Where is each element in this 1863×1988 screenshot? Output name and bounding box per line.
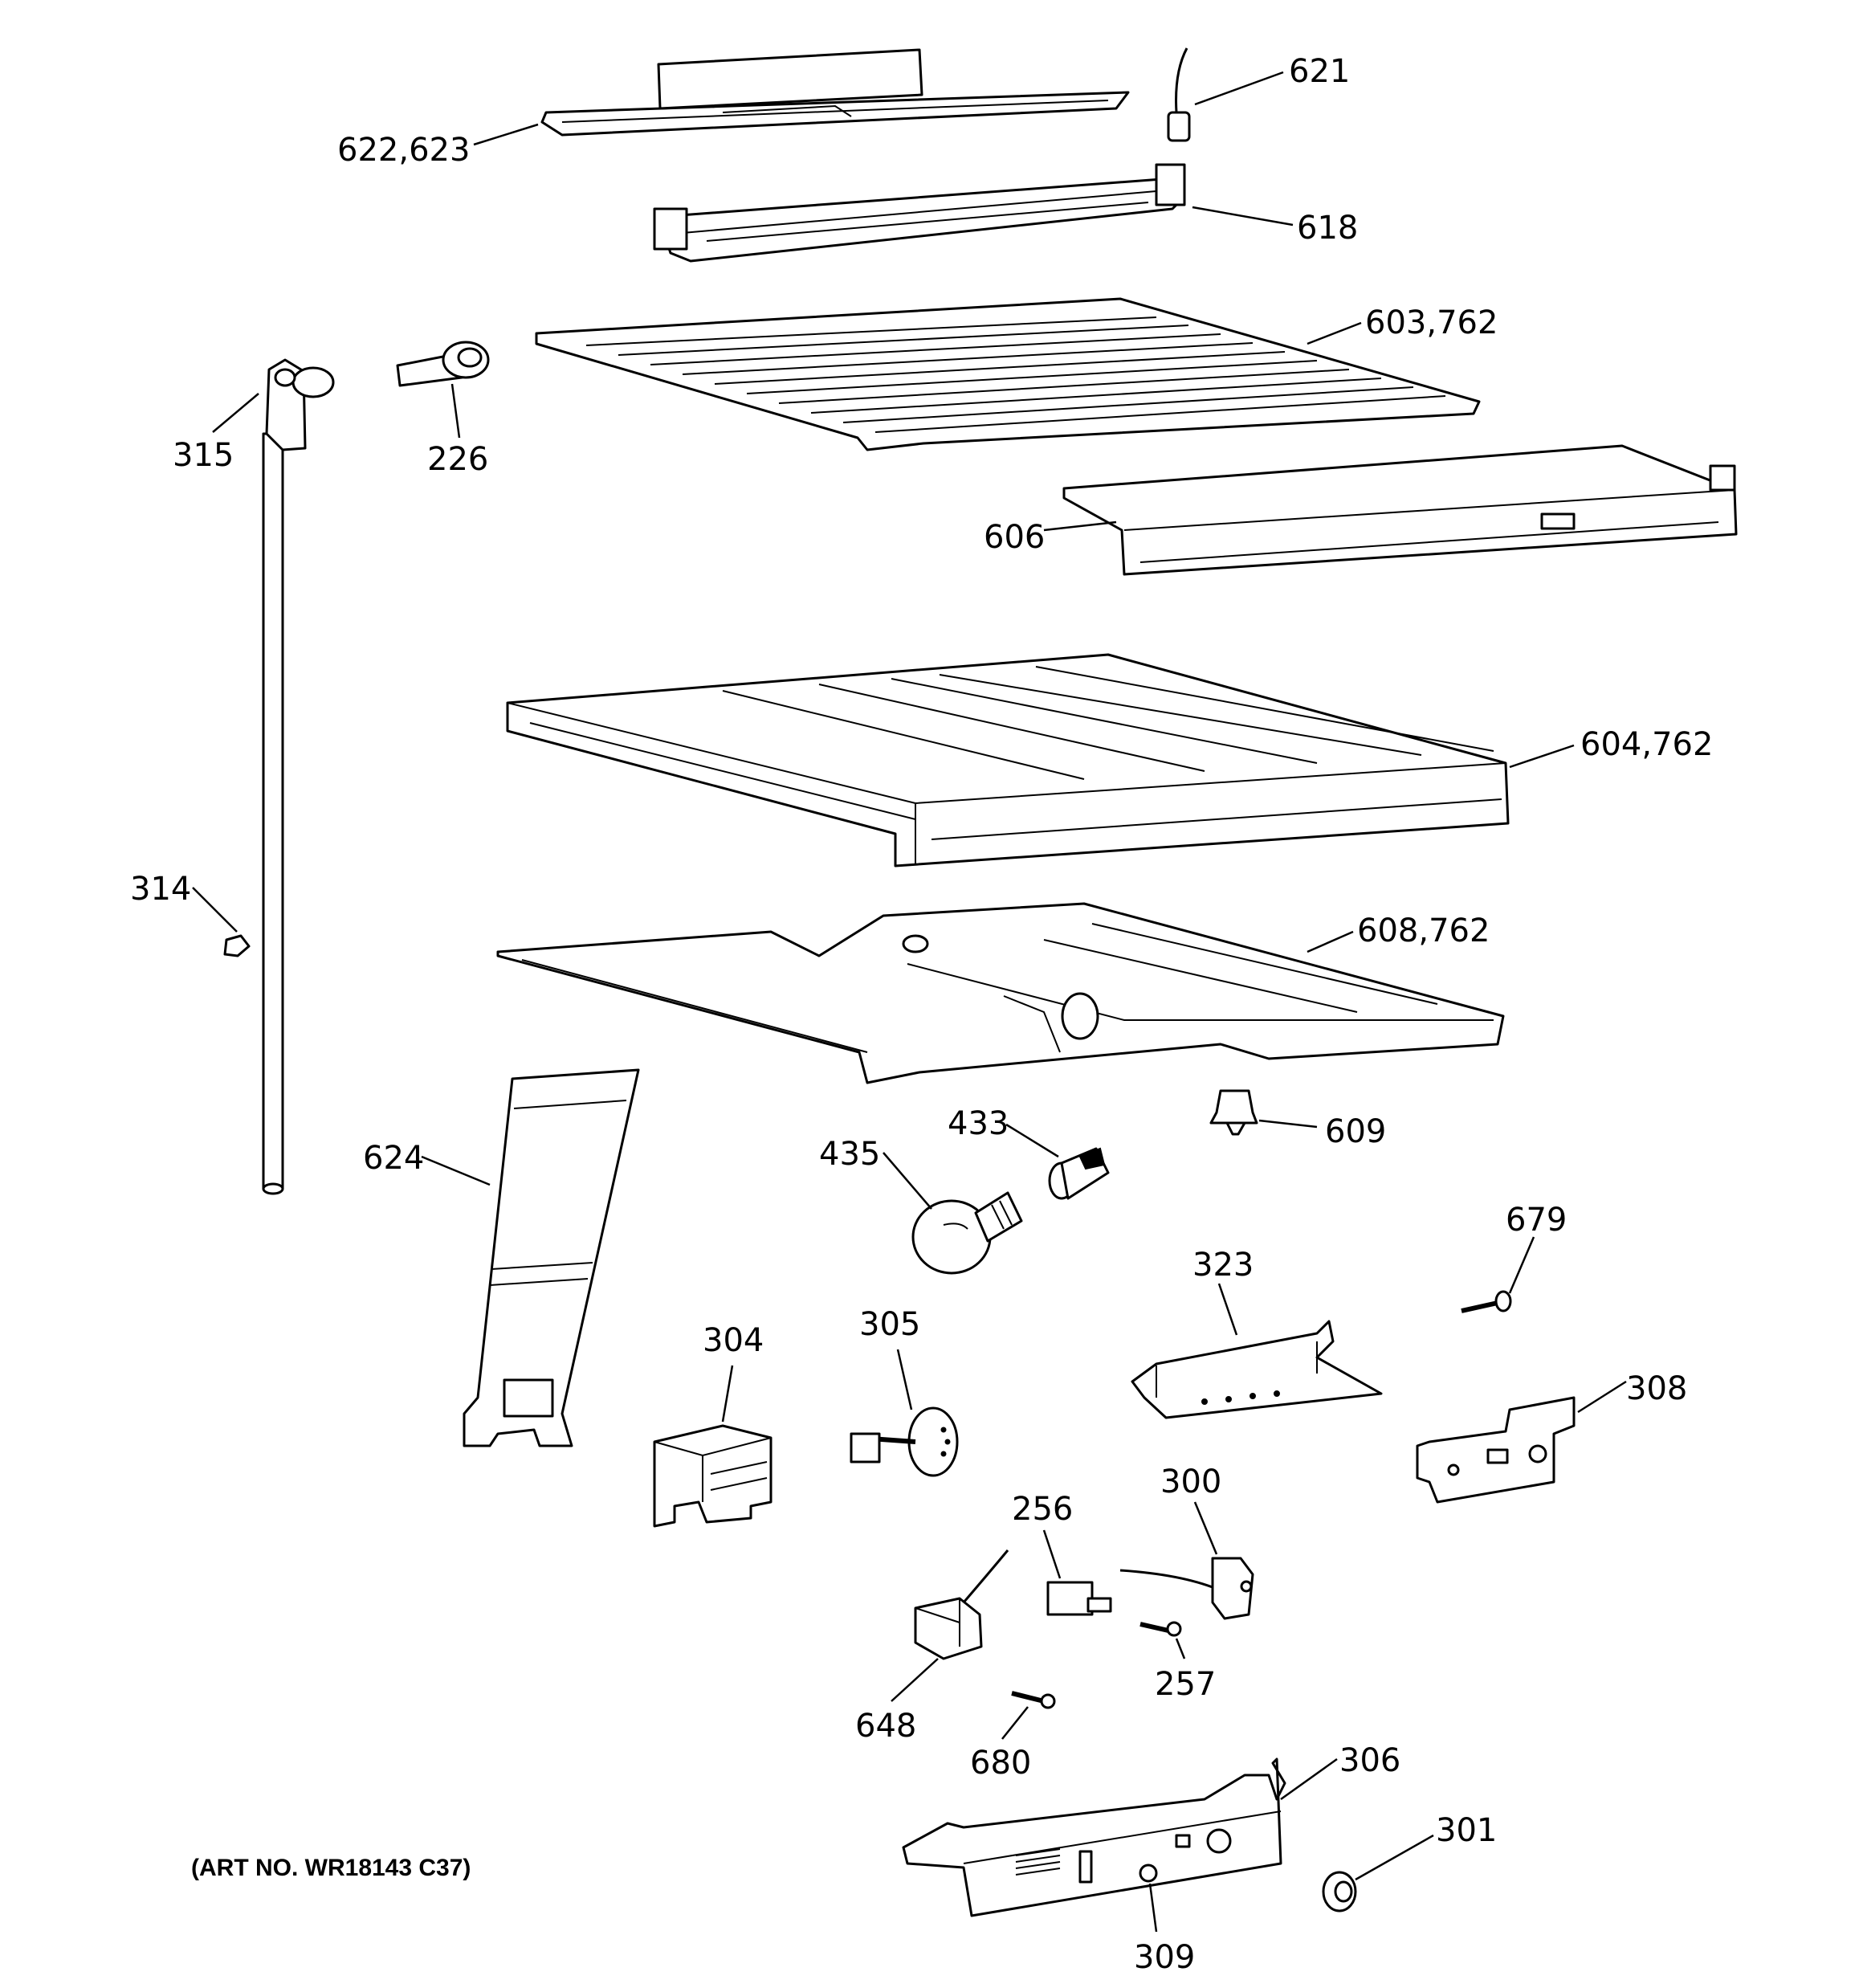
part-648-timer [914,1549,1009,1660]
callout-labels: 621 622,623 618 603,762 315 226 606 604,… [130,53,1713,1976]
part-308-plate [1416,1396,1576,1504]
leader-301 [1355,1834,1434,1881]
part-435-bulb [911,1191,1023,1275]
label-604-762: 604,762 [1580,726,1713,763]
label-609: 609 [1325,1113,1386,1150]
leader-315 [212,393,259,433]
label-309: 309 [1134,1939,1195,1976]
part-624-bracket [463,1068,640,1447]
part-680-screw [1011,1691,1056,1709]
label-606: 606 [984,519,1045,556]
leader-305 [896,1349,913,1410]
part-323-bracket [1131,1320,1383,1419]
part-679-screw [1461,1290,1512,1313]
leader-606 [1043,520,1117,532]
leader-lines [192,71,1627,1933]
label-618: 618 [1297,210,1358,247]
part-604-762-pan [506,653,1510,867]
label-679: 679 [1506,1202,1567,1239]
part-300-switch [1119,1557,1254,1620]
label-621: 621 [1289,53,1350,90]
leader-621 [1194,71,1284,106]
label-256: 256 [1012,1491,1073,1528]
part-301-knob [1322,1871,1357,1912]
leader-257 [1175,1638,1186,1659]
part-256-switch [1046,1581,1112,1616]
leader-618 [1192,206,1294,227]
part-433-socket [1048,1147,1110,1200]
label-226: 226 [427,441,488,478]
label-603-762: 603,762 [1365,304,1498,341]
label-304: 304 [703,1322,764,1359]
label-306: 306 [1339,1742,1400,1779]
leader-256 [1042,1529,1062,1579]
label-305: 305 [859,1306,920,1343]
leader-226 [450,383,461,439]
leader-679 [1508,1236,1535,1294]
label-648: 648 [855,1708,916,1745]
part-603-762-shelf [535,297,1481,451]
leader-435 [883,1152,932,1210]
part-618-rail [653,163,1186,263]
part-315-rod [262,358,335,1195]
label-433: 433 [948,1105,1009,1142]
leader-300 [1193,1501,1218,1555]
part-226-pin [396,341,490,387]
leader-323 [1217,1283,1238,1336]
part-305-knob [850,1406,959,1477]
leader-680 [1001,1706,1029,1740]
label-315: 315 [173,437,234,474]
art-number: (ART NO. WR18143 C37) [191,1855,471,1881]
part-314-clip [223,934,251,957]
leader-314 [192,887,238,933]
part-621-tube [1167,47,1191,142]
part-257-screw [1139,1621,1182,1637]
label-300: 300 [1160,1463,1221,1500]
leader-608 [1307,930,1354,953]
part-608-762-pan-cover [496,902,1505,1084]
leader-308 [1577,1380,1627,1414]
label-301: 301 [1436,1812,1497,1849]
part-609-clip [1209,1089,1258,1136]
leader-304 [721,1365,734,1423]
leader-624 [421,1155,491,1186]
part-306-housing [902,1757,1286,1917]
label-608-762: 608,762 [1357,912,1490,949]
part-622-623-cover [540,48,1130,137]
leader-433 [1005,1123,1059,1158]
label-435: 435 [819,1136,880,1173]
part-606-shelf-front [1062,444,1738,576]
label-680: 680 [970,1745,1031,1782]
leader-306 [1280,1757,1338,1801]
label-622-623: 622,623 [337,132,470,169]
part-304-block [653,1424,773,1528]
leader-604 [1509,744,1575,769]
label-624: 624 [363,1140,424,1177]
leader-648 [891,1658,939,1702]
leader-603 [1307,321,1362,345]
label-314: 314 [130,871,191,908]
leader-609 [1258,1119,1318,1129]
label-308: 308 [1626,1370,1687,1407]
label-257: 257 [1155,1666,1216,1703]
leader-309 [1148,1883,1158,1933]
leader-622 [473,123,539,146]
label-323: 323 [1192,1247,1254,1284]
